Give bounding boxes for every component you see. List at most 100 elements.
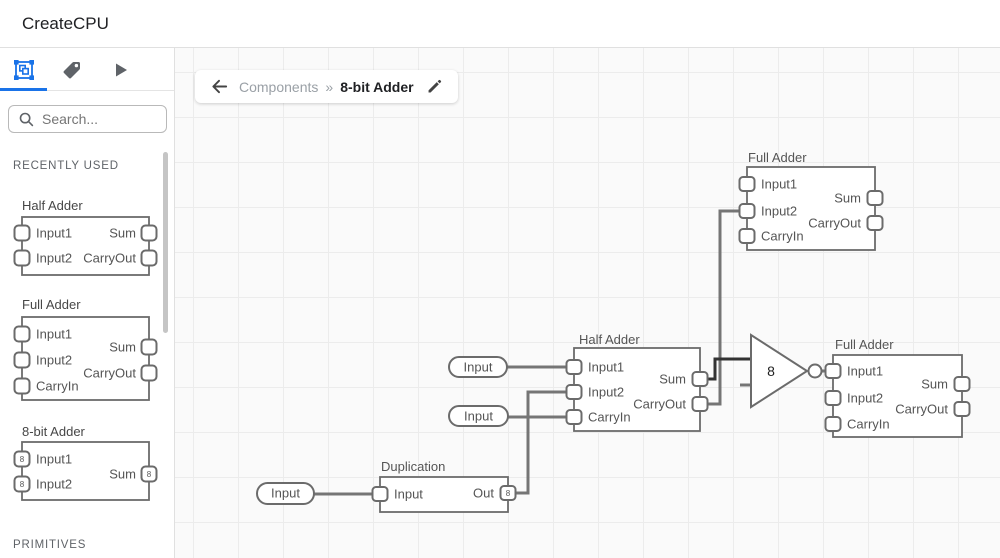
library-item-label: 8-bit Adder [22,424,85,439]
port-label: Input1 [761,177,797,192]
port[interactable] [140,338,158,356]
port-label: Input2 [847,391,883,406]
port-label: Input2 [36,251,72,266]
library-item-label: Half Adder [22,198,83,213]
port-label: CarryOut [83,251,136,266]
tag-icon [63,61,80,78]
sidebar-scrollbar[interactable] [163,152,168,333]
bus-width: 8 [20,455,25,464]
app-title: CreateCPU [22,14,109,33]
gate-bus-width: 8 [767,363,775,379]
search-input[interactable] [42,111,152,127]
bus-width: 8 [506,489,511,498]
circuit-diagram: Full Adder Input1 Input2 CarryIn Sum Car… [256,150,971,513]
port-label: Sum [109,467,136,482]
port[interactable] [824,416,842,432]
port[interactable] [738,228,756,244]
input-pill-label: Input [271,486,300,501]
library-item-half-adder[interactable]: Input1 Input2 Sum CarryOut [0,212,168,278]
port[interactable] [866,215,884,231]
port[interactable] [866,190,884,206]
port[interactable] [738,176,756,192]
port-label: Input [394,487,423,502]
port[interactable] [953,376,971,392]
port[interactable] [738,203,756,219]
gate-triangle[interactable] [750,333,809,409]
node-duplication[interactable] [379,476,509,513]
breadcrumb-separator: » [325,78,334,95]
port[interactable] [140,224,158,242]
arrow-left-icon [211,79,227,94]
circuit-canvas[interactable] [175,48,1000,558]
port[interactable] [13,325,31,343]
node-label: Duplication [381,459,445,474]
port[interactable] [565,359,583,375]
bus-port[interactable] [140,465,158,483]
port[interactable] [371,486,389,502]
breadcrumb-parent[interactable]: Components [239,78,319,95]
bus-port[interactable] [13,475,31,493]
input-pill-1[interactable] [448,356,508,378]
library-item-8bit-adder[interactable]: 8 8 8 Input1 Input2 Sum [0,438,168,504]
port[interactable] [691,371,709,387]
wire-sum-to-gate[interactable] [708,357,752,381]
play-icon [116,63,127,76]
port[interactable] [565,409,583,425]
gate-bubble[interactable] [807,363,823,379]
back-button[interactable] [207,75,231,99]
component-body[interactable] [21,216,150,276]
port-label: Input1 [847,364,883,379]
port-label: Out [473,486,494,501]
node-full-adder-right[interactable] [832,354,963,438]
port[interactable] [824,363,842,379]
port-label: CarryOut [808,216,861,231]
node-label: Half Adder [579,332,640,347]
input-pill-label: Input [464,409,493,424]
component-sidebar: RECENTLY USED Half Adder Input1 Input2 S… [0,48,175,558]
port[interactable] [953,401,971,417]
port[interactable] [13,377,31,395]
bus-width: 8 [20,480,25,489]
tab-tags[interactable] [48,48,96,91]
tab-components[interactable] [0,48,48,91]
wire-duplication-to-input2[interactable] [516,390,566,495]
port[interactable] [824,390,842,406]
rename-button[interactable] [424,76,446,98]
tab-run[interactable] [96,48,144,91]
port[interactable] [691,396,709,412]
port[interactable] [140,364,158,382]
port-label: Input1 [36,452,72,467]
search-icon [19,112,34,127]
node-label: Full Adder [748,150,807,165]
port-label: Input2 [36,477,72,492]
port-label: Input2 [761,204,797,219]
port[interactable] [13,351,31,369]
input-pill-2[interactable] [448,405,509,427]
port[interactable] [140,249,158,267]
port-label: Input1 [36,226,72,241]
port-label: Sum [109,340,136,355]
port-label: Input2 [588,385,624,400]
library-item-label: Full Adder [22,297,81,312]
section-recently-used: RECENTLY USED [13,160,119,172]
bus-port[interactable] [13,450,31,468]
app-header: CreateCPU [0,0,1000,48]
input-pill-3[interactable] [256,482,315,505]
input-pill-label: Input [464,360,493,375]
section-primitives: PRIMITIVES [13,539,87,551]
wire-carryout-to-fulladder-top[interactable] [708,209,739,406]
bus-port[interactable] [499,485,517,501]
component-body[interactable] [21,441,150,501]
library-item-full-adder[interactable]: Input1 Input2 CarryIn Sum CarryOut [0,313,168,405]
port[interactable] [565,384,583,400]
component-body[interactable] [21,316,150,401]
port-label: CarryIn [761,229,804,244]
port-label: Sum [921,377,948,392]
node-full-adder-top[interactable] [746,166,876,251]
bus-width: 8 [147,470,152,479]
pencil-icon [428,79,442,93]
components-icon [14,59,34,80]
port[interactable] [13,224,31,242]
port-label: Sum [659,372,686,387]
port[interactable] [13,249,31,267]
